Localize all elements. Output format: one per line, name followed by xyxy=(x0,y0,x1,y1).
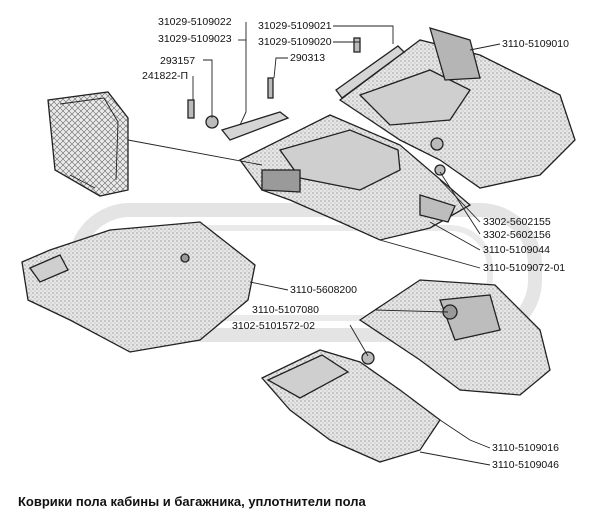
front-right-mat xyxy=(338,27,576,189)
part-label-31029-5109023: 31029-5109023 xyxy=(158,33,232,45)
part-label-3110-5107080: 3110-5107080 xyxy=(252,304,319,316)
leader-lines xyxy=(192,22,501,466)
fasteners xyxy=(187,37,446,365)
part-label-3302-5602156: 3302-5602156 xyxy=(483,229,551,241)
part-label-31029-5109022: 31029-5109022 xyxy=(158,16,232,28)
part-label-31029-5109021: 31029-5109021 xyxy=(258,20,332,32)
part-label-3102-5101572-02: 3102-5101572-02 xyxy=(232,320,315,332)
part-label-3110-5109010: 3110-5109010 xyxy=(502,38,569,50)
part-label-241822-p: 241822-П xyxy=(142,70,189,82)
part-label-290313: 290313 xyxy=(290,52,326,64)
center-floor-mat xyxy=(239,114,472,241)
part-label-3302-5602155: 3302-5602155 xyxy=(483,216,551,228)
part-label-3110-5109044: 3110-5109044 xyxy=(483,244,550,256)
part-label-31029-5109020: 31029-5109020 xyxy=(258,36,332,48)
rear-right-mat xyxy=(358,279,551,396)
part-label-3110-5608200: 3110-5608200 xyxy=(290,284,357,296)
part-label-3110-5109046: 3110-5109046 xyxy=(492,459,559,471)
diagram-caption: Коврики пола кабины и багажника, уплотни… xyxy=(18,494,366,509)
trunk-mat xyxy=(21,221,256,353)
sill-strips xyxy=(220,45,405,141)
part-label-3110-5109072-01: 3110-5109072-01 xyxy=(483,262,566,274)
part-label-293157: 293157 xyxy=(160,55,196,67)
part-label-3110-5109016: 3110-5109016 xyxy=(492,442,559,454)
seat-fragment xyxy=(47,91,129,197)
rear-left-mat xyxy=(260,349,441,463)
